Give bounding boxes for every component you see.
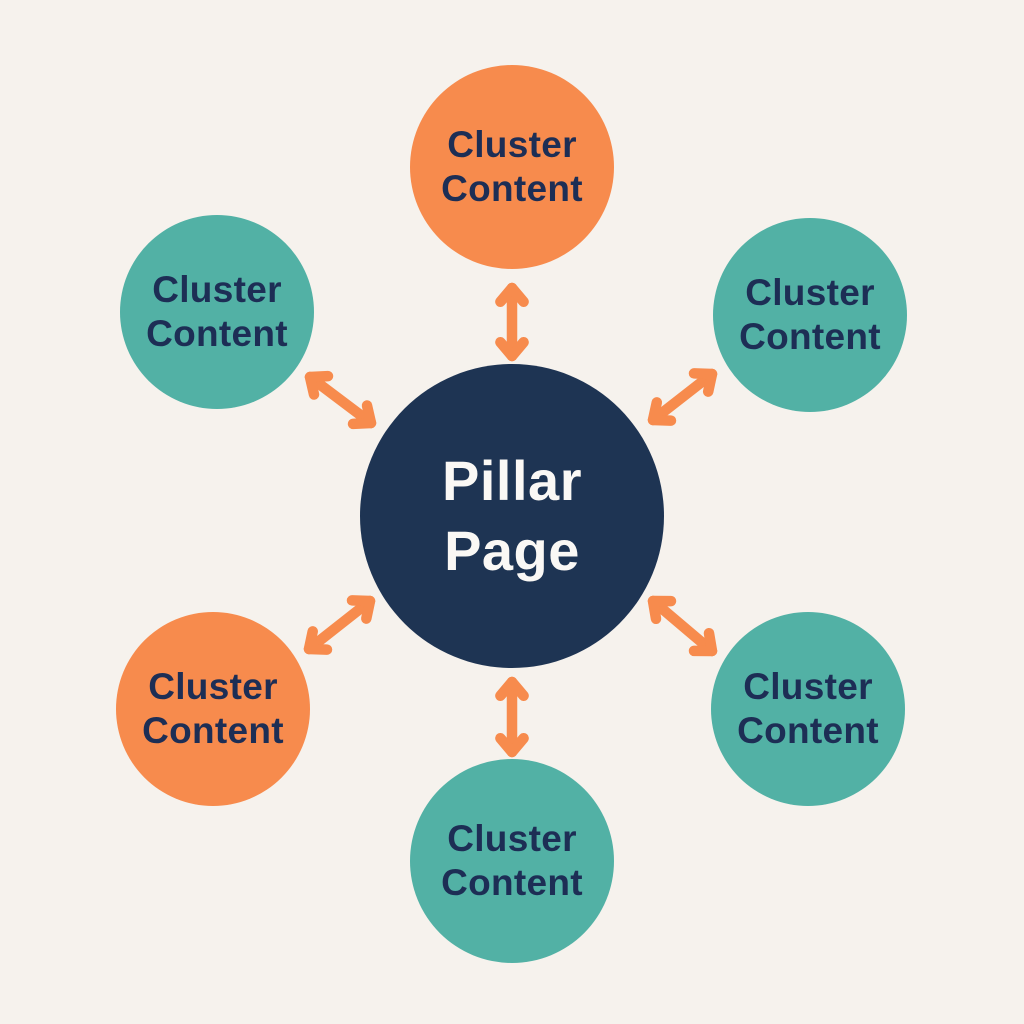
cluster-label: Cluster Content (441, 124, 583, 209)
double-arrow-bottom-right (647, 595, 718, 657)
pillar-page-label: Pillar Page (442, 449, 582, 582)
double-arrow-top-left (304, 370, 377, 430)
cluster-label: Cluster Content (441, 818, 583, 903)
cluster-label: Cluster Content (146, 269, 288, 354)
cluster-label: Cluster Content (739, 272, 881, 357)
cluster-node-top: Cluster Content (410, 65, 614, 269)
double-arrow-top (495, 282, 529, 362)
cluster-node-bottom: Cluster Content (410, 759, 614, 963)
cluster-label: Cluster Content (737, 666, 879, 751)
cluster-label: Cluster Content (142, 666, 284, 751)
pillar-page-node: Pillar Page (360, 364, 664, 668)
cluster-node-bottom-left: Cluster Content (116, 612, 310, 806)
double-arrow-bottom-left (303, 595, 376, 655)
double-arrow-bottom (495, 676, 529, 758)
cluster-node-top-left: Cluster Content (120, 215, 314, 409)
double-arrow-top-right (647, 368, 718, 426)
cluster-node-bottom-right: Cluster Content (711, 612, 905, 806)
cluster-node-top-right: Cluster Content (713, 218, 907, 412)
